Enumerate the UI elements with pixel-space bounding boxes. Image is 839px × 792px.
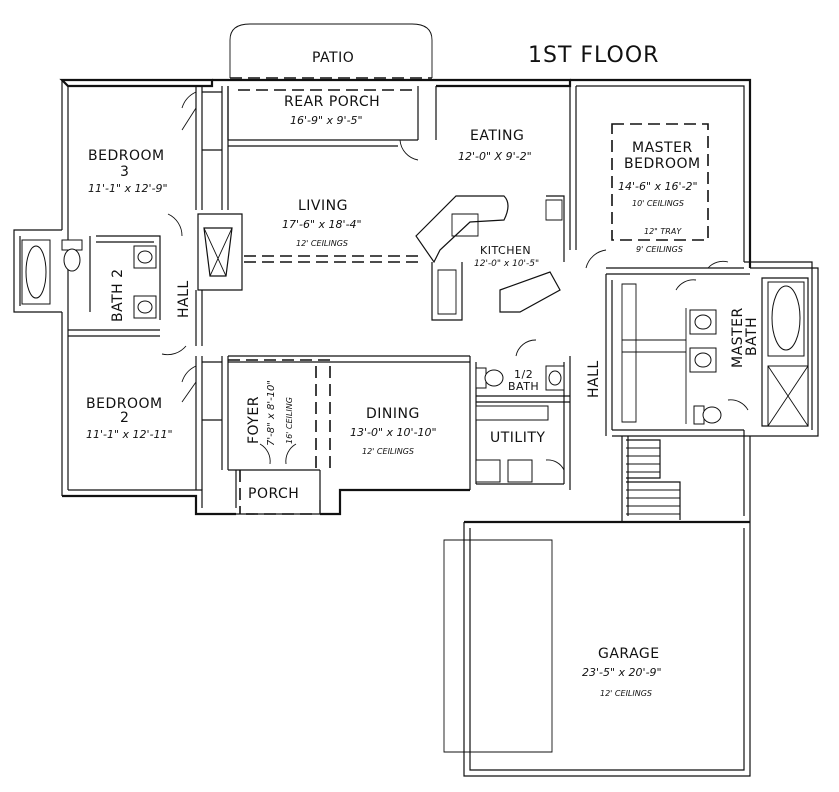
kitchen-island [415,195,565,321]
label-porch: PORCH [248,486,299,502]
dim-foyer: 7'-8" x 8'-10" [266,380,277,446]
label-master-bedroom-1: MASTER [632,140,693,156]
exterior-walls [13,78,819,777]
label-bedroom3-2: 3 [120,164,129,180]
labels: 1ST FLOOR PATIO REAR PORCH 16'-9" x 9'-5… [86,43,760,698]
label-bedroom2-1: BEDROOM [86,396,163,412]
label-patio: PATIO [312,50,354,66]
note-master-ceiling2: 9' CEILINGS [636,245,683,254]
dim-bedroom3: 11'-1" x 12'-9" [88,182,168,195]
patio-outline [229,23,433,78]
dim-garage: 23'-5" x 20'-9" [582,666,662,679]
label-kitchen: KITCHEN [480,244,531,257]
label-bath2: BATH 2 [110,268,126,322]
label-living: LIVING [298,198,348,214]
label-hall-left: HALL [176,280,192,318]
label-dining: DINING [366,406,420,422]
dim-living: 17'-6" x 18'-4" [282,218,362,231]
stairs [626,439,681,520]
label-master-bath-2: BATH [744,317,760,356]
label-hall-right: HALL [586,360,602,398]
label-bedroom3-1: BEDROOM [88,148,165,164]
dashed-openings [228,77,709,515]
note-dining-ceiling: 12' CEILINGS [362,447,414,456]
label-master-bath-1: MASTER [730,307,746,368]
label-rear-porch: REAR PORCH [284,94,380,110]
dim-bedroom2: 11'-1" x 12'-11" [86,428,173,441]
garage-door [443,539,553,753]
floor-title: 1ST FLOOR [528,43,659,68]
label-bedroom2-2: 2 [120,410,129,426]
label-garage: GARAGE [598,646,660,662]
label-half-bath-1: 1/2 [514,368,533,381]
dim-kitchen: 12'-0" x 10'-5" [474,259,539,269]
label-utility: UTILITY [490,430,545,446]
label-foyer: FOYER [246,396,262,444]
label-master-bedroom-2: BEDROOM [624,156,701,172]
note-master-tray: 12" TRAY [644,227,682,236]
note-living-ceiling: 12' CEILINGS [296,239,348,248]
dim-master-bedroom: 14'-6" x 16'-2" [618,180,698,193]
note-garage-ceiling: 12' CEILINGS [600,689,652,698]
doors [161,91,749,471]
dim-eating: 12'-0" X 9'-2" [458,150,532,163]
note-foyer-ceiling: 16' CEILING [285,397,294,444]
label-eating: EATING [470,128,524,144]
note-master-ceiling: 10' CEILINGS [632,199,684,208]
dim-dining: 13'-0" x 10'-10" [350,426,437,439]
bath-fixtures [21,239,809,483]
dim-rear-porch: 16'-9" x 9'-5" [290,114,363,127]
interior-walls [67,86,809,522]
label-half-bath-2: BATH [508,380,539,393]
